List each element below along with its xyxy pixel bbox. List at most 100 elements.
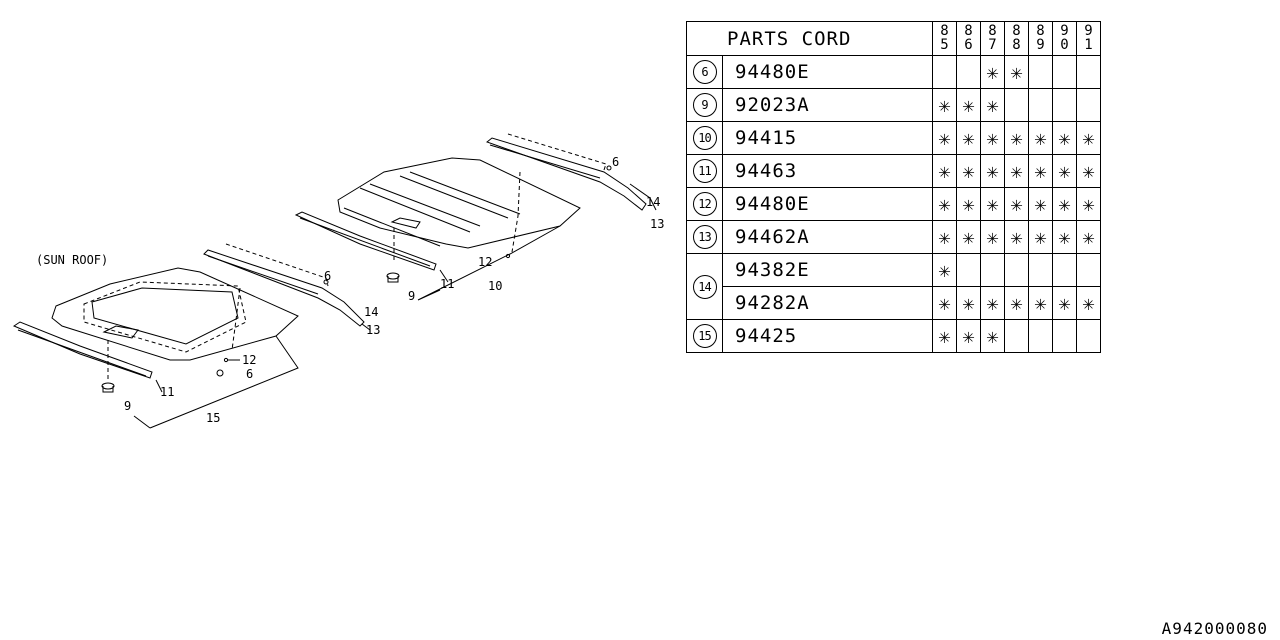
ref-number: 10: [686, 121, 723, 155]
part-code: 94382E: [722, 253, 933, 287]
year-header: 87: [980, 21, 1005, 56]
drawing-code: A942000080: [1161, 619, 1268, 638]
rear-trim-strip-sunroof: [203, 243, 365, 327]
callout-14: 14: [646, 195, 660, 209]
year-applicability-mark: ✳: [1028, 187, 1053, 221]
year-applicability-mark: ✳: [956, 286, 981, 320]
part-code: 94480E: [722, 55, 933, 89]
year-applicability-mark: ✳: [980, 187, 1005, 221]
year-header: 89: [1028, 21, 1053, 56]
parts-row: 94282A✳✳✳✳✳✳✳: [687, 286, 1101, 320]
callout-11: 11: [160, 385, 174, 399]
callout-10: 10: [488, 279, 502, 293]
year-applicability-mark: ✳: [932, 154, 957, 188]
callout-15: 15: [206, 411, 220, 425]
year-applicability-mark: [1076, 55, 1101, 89]
year-applicability-mark: ✳: [956, 88, 981, 122]
standard-roof-trim-group: [294, 133, 657, 301]
year-applicability-mark: ✳: [1028, 220, 1053, 254]
headliner-panel-sunroof: [51, 267, 299, 380]
year-applicability-mark: ✳: [1052, 187, 1077, 221]
year-applicability-mark: ✳: [1076, 286, 1101, 320]
year-applicability-mark: ✳: [1076, 220, 1101, 254]
year-header: 90: [1052, 21, 1077, 56]
year-applicability-mark: ✳: [1004, 121, 1029, 155]
ref-number: 6: [686, 55, 723, 89]
callout-11: 11: [440, 277, 454, 291]
year-applicability-mark: [1028, 55, 1053, 89]
callout-13: 13: [366, 323, 380, 337]
callout-9: 9: [408, 289, 415, 303]
year-applicability-mark: ✳: [932, 220, 957, 254]
part-code: 94425: [722, 319, 933, 353]
ref-number: 13: [686, 220, 723, 254]
year-applicability-mark: ✳: [1028, 154, 1053, 188]
year-applicability-mark: ✳: [956, 121, 981, 155]
year-applicability-mark: ✳: [980, 121, 1005, 155]
callout-6: 6: [324, 269, 331, 283]
part-code: 94463: [722, 154, 933, 188]
year-applicability-mark: ✳: [932, 88, 957, 122]
front-trim-strip-sunroof: [12, 321, 153, 379]
year-applicability-mark: [1076, 319, 1101, 353]
year-applicability-mark: ✳: [932, 286, 957, 320]
callout-14: 14: [364, 305, 378, 319]
parts-cord-heading: PARTS CORD: [686, 21, 933, 56]
callout-12: 12: [478, 255, 492, 269]
year-applicability-mark: ✳: [956, 220, 981, 254]
ref-number: 14: [686, 253, 723, 320]
part-code: 94462A: [722, 220, 933, 254]
year-applicability-mark: [1004, 88, 1029, 122]
year-applicability-mark: ✳: [932, 253, 957, 287]
part-code: 94415: [722, 121, 933, 155]
year-applicability-mark: ✳: [932, 319, 957, 353]
year-header: 85: [932, 21, 957, 56]
callout-6: 6: [612, 155, 619, 169]
callout-9: 9: [124, 399, 131, 413]
year-applicability-mark: ✳: [980, 319, 1005, 353]
year-applicability-mark: [932, 55, 957, 89]
year-header: 91: [1076, 21, 1101, 56]
year-applicability-mark: ✳: [980, 220, 1005, 254]
year-applicability-mark: ✳: [1076, 154, 1101, 188]
year-applicability-mark: [1028, 319, 1053, 353]
year-applicability-mark: ✳: [932, 187, 957, 221]
year-applicability-mark: [1028, 253, 1053, 287]
ref-number: 9: [686, 88, 723, 122]
year-applicability-mark: ✳: [1052, 121, 1077, 155]
year-applicability-mark: ✳: [1028, 286, 1053, 320]
parts-table-header: PARTS CORD 85 86 87 88 89 90 91: [686, 21, 1101, 56]
year-applicability-mark: ✳: [1004, 55, 1029, 89]
callout-12: 12: [242, 353, 256, 367]
sunroof-label: (SUN ROOF): [36, 253, 108, 267]
callout-13: 13: [650, 217, 664, 231]
year-applicability-mark: ✳: [980, 55, 1005, 89]
year-applicability-mark: ✳: [932, 121, 957, 155]
year-applicability-mark: [1076, 88, 1101, 122]
year-applicability-mark: ✳: [1076, 121, 1101, 155]
year-applicability-mark: [1052, 55, 1077, 89]
year-applicability-mark: ✳: [956, 187, 981, 221]
year-applicability-mark: ✳: [1052, 154, 1077, 188]
year-applicability-mark: [1028, 88, 1053, 122]
year-applicability-mark: ✳: [956, 319, 981, 353]
year-applicability-mark: ✳: [1076, 187, 1101, 221]
year-header: 88: [1004, 21, 1029, 56]
year-applicability-mark: ✳: [980, 286, 1005, 320]
sunroof-roof-trim-group: [12, 243, 371, 429]
part-code: 94480E: [722, 187, 933, 221]
ref-number: 15: [686, 319, 723, 353]
callout-6: 6: [246, 367, 253, 381]
year-applicability-mark: [1004, 319, 1029, 353]
year-applicability-mark: [1004, 253, 1029, 287]
year-applicability-mark: ✳: [1004, 220, 1029, 254]
rear-trim-strip-std: [485, 133, 647, 211]
year-applicability-mark: ✳: [1004, 187, 1029, 221]
year-applicability-mark: [956, 55, 981, 89]
clip-9-sunroof: [101, 382, 115, 393]
